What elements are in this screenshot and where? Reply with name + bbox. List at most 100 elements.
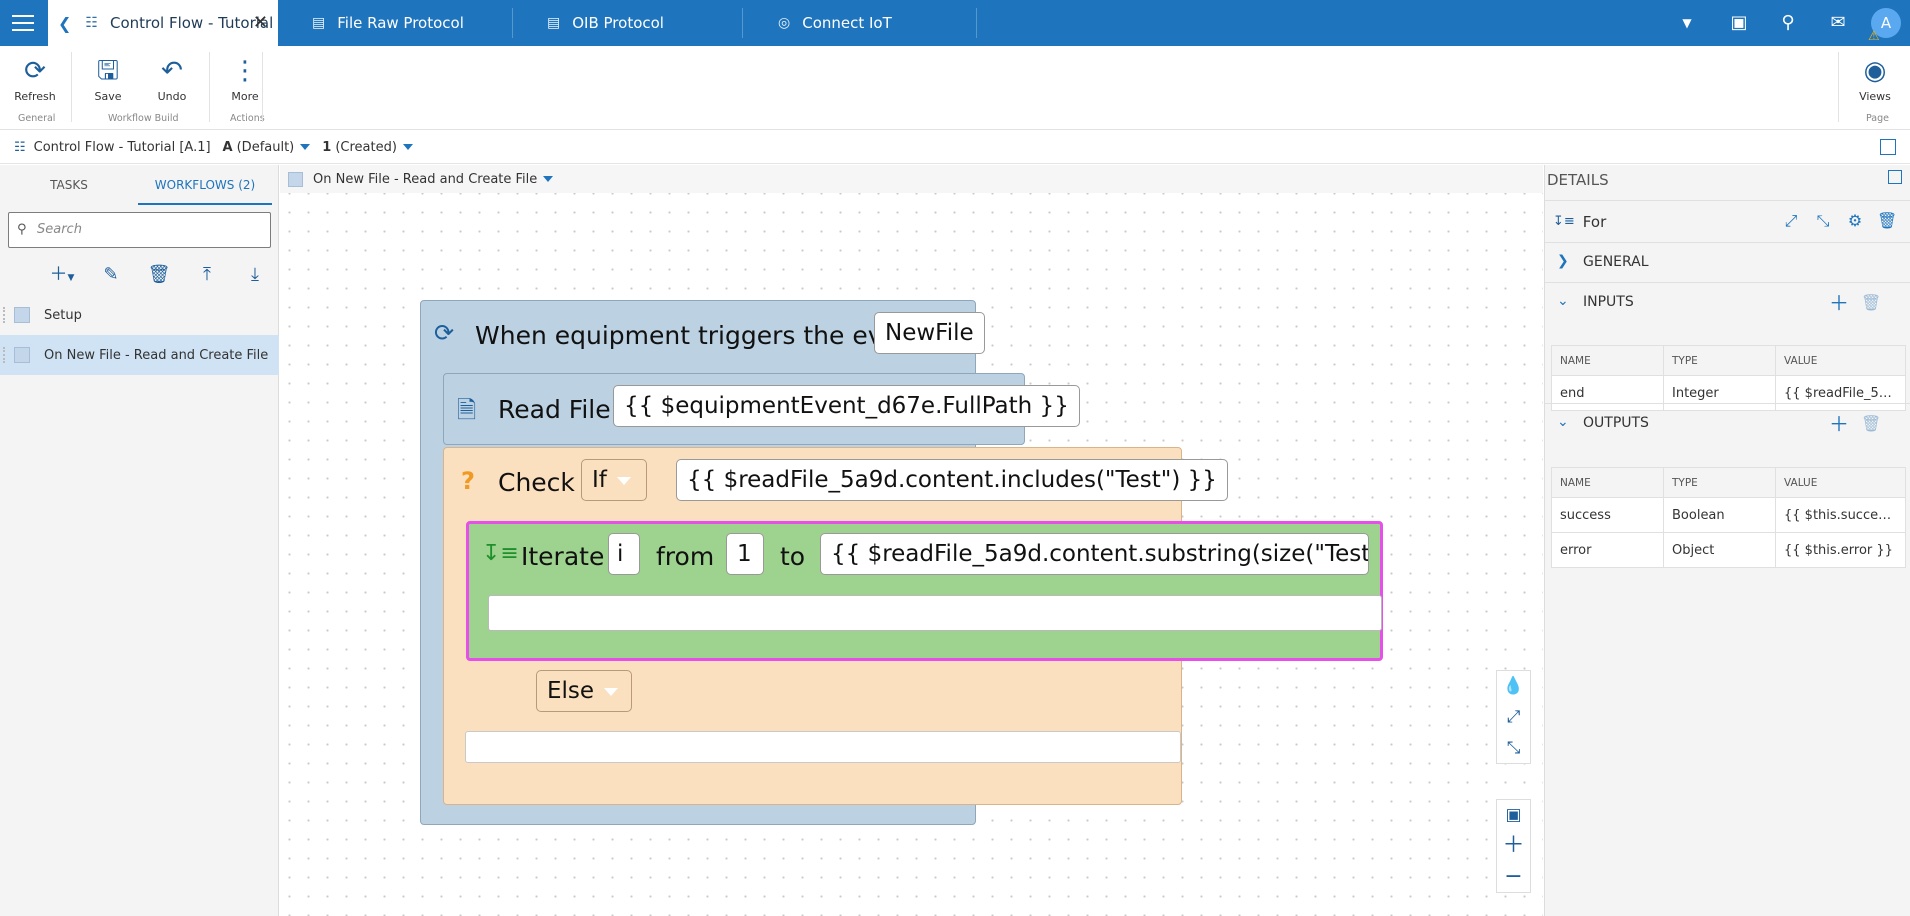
edit-icon[interactable]: ✎ — [97, 261, 125, 289]
collapse-icon[interactable]: ⤡ — [1497, 733, 1530, 763]
delete-icon[interactable]: 🗑 — [1861, 414, 1881, 434]
workflow-canvas[interactable]: On New File - Read and Create File ⟳ Whe… — [280, 165, 1543, 916]
add-output-icon[interactable]: ＋ — [1829, 414, 1849, 434]
tab-file-raw-protocol[interactable]: ▤ File Raw Protocol — [312, 0, 464, 46]
to-value-field[interactable]: {{ $readFile_5a9d.content.substring(size… — [820, 533, 1369, 575]
column-header: NAME — [1552, 468, 1664, 498]
workflow-icon: ☷ — [85, 15, 98, 31]
tab-workflows[interactable]: WORKFLOWS (2) — [138, 165, 272, 205]
save-button[interactable]: 🖫 Save — [78, 52, 138, 103]
revision-value[interactable]: 1 — [322, 140, 331, 155]
section-outputs[interactable]: ⌄ OUTPUTS ＋ 🗑 — [1545, 403, 1910, 443]
ribbon-toolbar: ⟳ Refresh General 🖫 Save ↶ Undo Workflow… — [0, 46, 1910, 130]
section-general[interactable]: ❯ GENERAL — [1545, 242, 1910, 282]
move-bottom-icon[interactable]: ⤓ — [241, 261, 269, 289]
else-drop-slot[interactable] — [465, 731, 1181, 763]
drag-handle-icon[interactable] — [3, 307, 7, 323]
tab-label: File Raw Protocol — [337, 14, 464, 32]
delete-icon[interactable]: 🗑 — [145, 261, 173, 289]
details-panel: DETAILS ↧≡ For ⤢ ⤡ ⚙ 🗑 ❯ GENERAL ⌄ INPUT… — [1544, 165, 1910, 916]
chevron-down-icon[interactable]: ▼ — [1675, 11, 1699, 35]
collapse-panel-icon[interactable] — [1888, 170, 1902, 184]
add-workflow-button[interactable]: ＋▼ — [44, 261, 80, 289]
expand-icon[interactable]: ⤢ — [1497, 702, 1530, 732]
list-item[interactable]: Setup — [0, 295, 279, 335]
search-input[interactable]: ⚲ Search — [8, 212, 271, 248]
undo-button[interactable]: ↶ Undo — [142, 52, 202, 103]
refresh-button[interactable]: ⟳ Refresh — [5, 52, 65, 103]
output-value[interactable]: {{ $this.succes... — [1776, 498, 1906, 533]
hamburger-menu-icon[interactable] — [0, 0, 46, 46]
panel-toggle-icon[interactable] — [1880, 139, 1896, 155]
chat-icon[interactable]: ✉ — [1826, 11, 1850, 35]
tab-oib-protocol[interactable]: ▤ OIB Protocol — [547, 0, 664, 46]
else-label: Else — [547, 678, 594, 704]
tab-label: OIB Protocol — [572, 14, 664, 32]
more-vertical-icon: ⋮ — [215, 52, 275, 90]
tab-control-flow-tutorial[interactable]: ❮ ☷ Control Flow - Tutorial ✕ — [48, 0, 278, 46]
table-header-row: NAME TYPE VALUE — [1552, 468, 1906, 498]
chevron-down-icon[interactable] — [300, 144, 310, 150]
iot-icon: ◎ — [778, 15, 790, 31]
read-file-path-field[interactable]: {{ $equipmentEvent_d67e.FullPath }} — [613, 385, 1080, 427]
gear-icon[interactable]: ⚙ — [1845, 211, 1865, 231]
close-icon[interactable]: ✕ — [253, 12, 268, 33]
column-header: TYPE — [1664, 346, 1776, 376]
event-block-label: When equipment triggers the event — [475, 321, 924, 350]
else-select[interactable]: Else — [536, 670, 632, 712]
iterate-variable-field[interactable]: i — [608, 533, 640, 575]
chevron-left-icon[interactable]: ❮ — [58, 14, 71, 33]
fullscreen-icon[interactable]: ▣ — [1727, 11, 1751, 35]
zoom-in-icon[interactable]: ＋ — [1497, 831, 1530, 861]
chevron-down-icon — [604, 688, 618, 696]
drag-handle-icon[interactable] — [3, 347, 7, 363]
search-placeholder: Search — [37, 222, 82, 237]
move-top-icon[interactable]: ⤒ — [193, 261, 221, 289]
zoom-out-icon[interactable]: − — [1497, 862, 1530, 892]
undo-icon: ↶ — [142, 52, 202, 90]
check-mode-select[interactable]: If — [581, 459, 647, 501]
iterate-drop-slot[interactable] — [488, 595, 1382, 631]
section-inputs[interactable]: ⌄ INPUTS ＋ 🗑 — [1545, 282, 1910, 322]
list-item-label: On New File - Read and Create File — [44, 348, 268, 363]
delete-icon[interactable]: 🗑 — [1877, 211, 1897, 231]
version-label[interactable]: (Default) — [237, 140, 295, 155]
chevron-right-icon: ❯ — [1557, 253, 1569, 269]
eye-icon: ◉ — [1845, 52, 1905, 90]
details-title: DETAILS — [1547, 171, 1609, 189]
list-item[interactable]: On New File - Read and Create File — [0, 335, 279, 375]
fit-to-screen-icon[interactable]: ▣ — [1497, 800, 1530, 830]
output-value[interactable]: {{ $this.error }} — [1776, 533, 1906, 568]
delete-icon[interactable]: 🗑 — [1861, 293, 1881, 313]
revision-label[interactable]: (Created) — [335, 140, 397, 155]
column-header: NAME — [1552, 346, 1664, 376]
workflow-color-swatch — [14, 307, 30, 323]
ribbon-group-general: General — [18, 113, 55, 124]
check-condition-field[interactable]: {{ $readFile_5a9d.content.includes("Test… — [676, 459, 1228, 501]
chevron-down-icon[interactable] — [403, 144, 413, 150]
tab-label: Connect IoT — [802, 14, 892, 32]
views-button[interactable]: ◉ Views — [1845, 52, 1905, 103]
search-icon[interactable]: ⚲ — [1776, 11, 1800, 35]
output-type: Boolean — [1664, 498, 1776, 533]
table-header-row: NAME TYPE VALUE — [1552, 346, 1906, 376]
iterate-label: Iterate — [521, 542, 604, 571]
tab-connect-iot[interactable]: ◎ Connect IoT — [778, 0, 892, 46]
event-name-field[interactable]: NewFile — [874, 312, 985, 354]
to-label: to — [780, 542, 805, 571]
from-value-field[interactable]: 1 — [726, 533, 764, 575]
table-row[interactable]: success Boolean {{ $this.succes... — [1552, 498, 1906, 533]
from-label: from — [656, 542, 714, 571]
table-row[interactable]: error Object {{ $this.error }} — [1552, 533, 1906, 568]
tab-separator — [512, 8, 513, 38]
expand-icon[interactable]: ⤢ — [1781, 211, 1801, 231]
more-button[interactable]: ⋮ More — [215, 52, 275, 103]
add-input-icon[interactable]: ＋ — [1829, 293, 1849, 313]
canvas-workflow-name[interactable]: On New File - Read and Create File — [313, 172, 537, 187]
water-drop-icon[interactable]: 💧 — [1497, 671, 1530, 701]
collapse-icon[interactable]: ⤡ — [1813, 211, 1833, 231]
inputs-table: NAME TYPE VALUE end Integer {{ $readFile… — [1551, 345, 1906, 411]
version-value[interactable]: A — [223, 140, 233, 155]
tab-tasks[interactable]: TASKS — [0, 165, 138, 205]
chevron-down-icon[interactable] — [543, 176, 553, 182]
